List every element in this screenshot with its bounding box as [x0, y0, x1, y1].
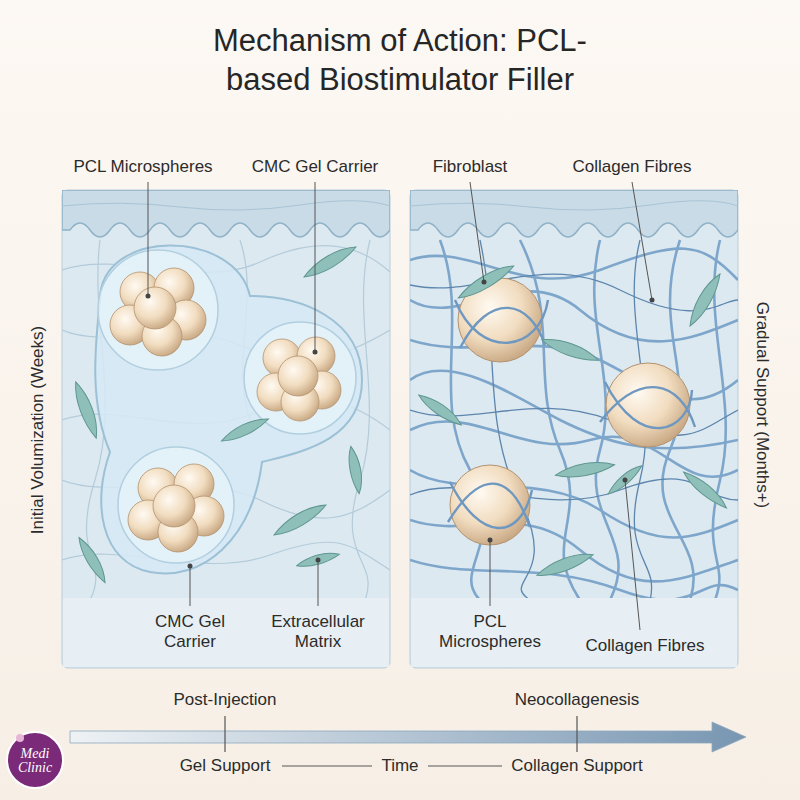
extracellular-matrix	[352, 240, 370, 598]
right-panel	[410, 190, 738, 668]
gel-bubble	[98, 250, 218, 370]
callout-label: CMC Gel Carrier	[252, 157, 379, 177]
collagen-fibres	[410, 190, 738, 237]
pcl-microspheres	[134, 287, 176, 329]
timeline-label: Collagen Support	[511, 756, 642, 776]
fibroblast	[416, 390, 465, 428]
leader-dot	[482, 280, 487, 285]
fibroblast	[540, 334, 600, 366]
left-panel	[63, 598, 389, 667]
clinic-logo	[16, 734, 24, 742]
leader-line	[625, 480, 640, 630]
callout-label: Fibroblast	[433, 157, 508, 177]
fibroblast	[346, 445, 365, 494]
timeline-arrow	[576, 716, 577, 752]
fibroblast	[684, 271, 724, 329]
callout-label: Collagen Fibres	[585, 636, 704, 656]
timeline-arrow	[224, 716, 225, 752]
logo-text: Medi Clinic	[10, 747, 60, 775]
clinic-logo	[7, 732, 63, 788]
fibroblast	[605, 462, 645, 497]
pcl-microsphere	[450, 278, 690, 545]
collagen-fibres	[448, 484, 530, 527]
fibroblast	[75, 535, 110, 585]
pcl-microspheres	[278, 356, 318, 396]
pcl-microspheres	[110, 268, 341, 552]
clinic-logo	[7, 732, 63, 788]
leader-line	[190, 566, 191, 606]
right-panel	[410, 190, 738, 668]
gel-bubble	[118, 447, 234, 563]
timeline-arrow	[428, 766, 502, 767]
collagen-fibres	[410, 274, 738, 311]
extracellular-matrix	[62, 190, 390, 598]
pcl-microsphere	[450, 465, 530, 545]
fibroblast	[455, 260, 516, 302]
collagen-fibres	[410, 201, 738, 210]
gel-bubble	[98, 250, 356, 563]
axis-label: Initial Volumization (Weeks)	[28, 326, 48, 535]
collagen-fibres	[410, 240, 738, 598]
leader-line	[315, 182, 316, 352]
collagen-fibres	[605, 382, 692, 428]
fibroblast	[271, 499, 329, 539]
callout-label: Collagen Fibres	[572, 157, 691, 177]
leader-dot	[623, 478, 628, 483]
timeline-label: Time	[381, 756, 418, 776]
callout-label: PCL Microspheres	[434, 612, 546, 651]
leader-line	[632, 182, 652, 300]
extracellular-matrix	[62, 190, 390, 237]
fibroblast	[554, 459, 615, 481]
collagen-fibres	[410, 240, 738, 598]
leader-dot	[188, 564, 193, 569]
fibroblast	[416, 260, 730, 580]
timeline-label: Neocollagenesis	[515, 690, 640, 710]
timeline-arrow	[282, 766, 372, 767]
timeline-arrow	[70, 722, 746, 752]
leader-line	[318, 560, 319, 606]
left-panel	[62, 190, 390, 668]
fibroblast	[680, 468, 730, 512]
right-panel	[411, 598, 737, 667]
collagen-fibres	[460, 308, 545, 348]
callout-label: PCL Microspheres	[73, 157, 212, 177]
extracellular-matrix	[62, 240, 390, 598]
collagen-fibres	[410, 190, 738, 598]
leader-dot	[146, 294, 151, 299]
left-panel	[62, 190, 390, 668]
collagen-fibres	[455, 300, 548, 343]
leader-dot	[146, 280, 655, 569]
callout-label: Extracellular Matrix	[262, 612, 374, 651]
collagen-fibres	[600, 387, 695, 427]
leader-dot	[650, 298, 655, 303]
fibroblast	[301, 241, 359, 281]
leader-line	[148, 182, 652, 630]
leader-line	[490, 540, 491, 606]
fibroblast	[219, 414, 271, 446]
gel-carrier	[95, 245, 362, 573]
leader-line	[470, 182, 484, 282]
timeline-label: Post-Injection	[174, 690, 277, 710]
fibroblast	[535, 549, 595, 581]
fibroblast	[70, 241, 364, 584]
pcl-microspheres	[153, 485, 195, 527]
timeline-label: Gel Support	[180, 756, 271, 776]
title: Mechanism of Action: PCL-based Biostimul…	[180, 22, 620, 100]
axis-label: Gradual Support (Months+)	[752, 302, 772, 508]
leader-dot	[313, 350, 318, 355]
gel-bubble	[244, 322, 356, 434]
fibroblast	[70, 380, 102, 440]
extracellular-matrix	[62, 201, 390, 210]
callout-label: CMC Gel Carrier	[145, 612, 235, 651]
leader-dot	[316, 558, 321, 563]
leader-line	[148, 182, 149, 296]
leader-dot	[488, 538, 493, 543]
collagen-fibres	[448, 300, 695, 528]
